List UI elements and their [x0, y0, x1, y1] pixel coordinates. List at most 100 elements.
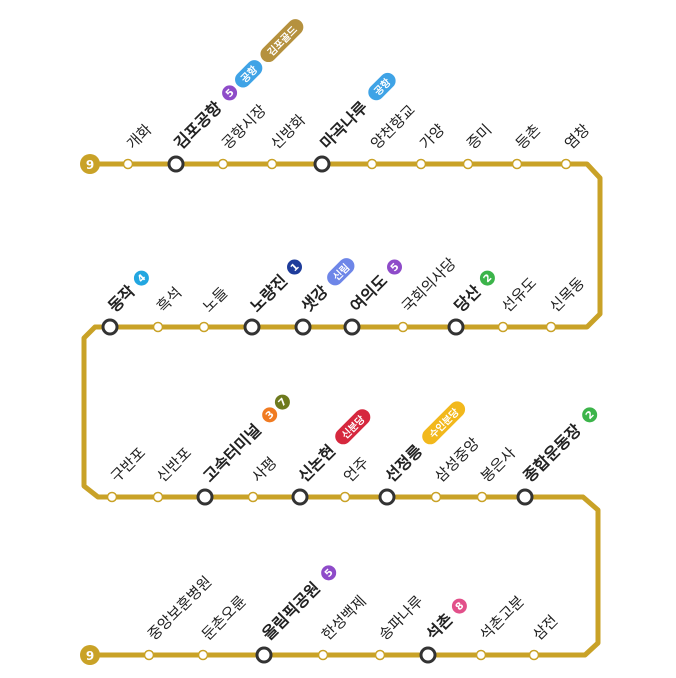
station-석촌고분[interactable]: 석촌고분: [475, 592, 528, 661]
station-label-group: 가양: [416, 120, 448, 152]
station-label-group: 송파나루: [375, 592, 427, 644]
station-marker[interactable]: [528, 649, 540, 661]
station-label-group: 사평: [248, 454, 280, 486]
station-개화[interactable]: 개화: [122, 120, 155, 170]
station-송파나루[interactable]: 송파나루: [374, 592, 427, 661]
station-label-group: 한성백제: [318, 592, 370, 644]
station-marker[interactable]: [152, 321, 164, 333]
transfer-station-marker[interactable]: [294, 318, 312, 336]
station-양천향교[interactable]: 양천향교: [366, 101, 419, 170]
station-marker[interactable]: [415, 158, 427, 170]
station-삼전[interactable]: 삼전: [528, 612, 561, 661]
station-marker[interactable]: [475, 649, 487, 661]
transfer-station-marker[interactable]: [196, 488, 214, 506]
line-badge-2: [479, 270, 495, 286]
station-marker[interactable]: [317, 649, 329, 661]
station-marker[interactable]: [497, 321, 509, 333]
station-name: 봉은사: [477, 444, 519, 486]
station-marker[interactable]: [197, 649, 209, 661]
station-marker[interactable]: [266, 158, 278, 170]
station-marker[interactable]: [152, 491, 164, 503]
transfer-station-marker[interactable]: [255, 646, 273, 664]
station-name: 언주: [340, 454, 372, 486]
station-신방화[interactable]: 신방화: [266, 111, 309, 170]
station-노들[interactable]: 노들: [198, 283, 231, 333]
station-name: 흑석: [153, 284, 185, 316]
line-badge-5: [222, 85, 238, 101]
station-name: 종합운동장: [519, 420, 585, 486]
station-marker[interactable]: [198, 321, 210, 333]
station-marker[interactable]: [397, 321, 409, 333]
transfer-station-marker[interactable]: [419, 646, 437, 664]
transfer-station-marker[interactable]: [167, 155, 185, 173]
line-badge-5: [387, 259, 403, 275]
station-신반포[interactable]: 신반포: [152, 444, 195, 503]
station-삼성중앙[interactable]: 삼성중앙: [430, 434, 483, 503]
transfer-station-marker[interactable]: [343, 318, 361, 336]
station-흑석[interactable]: 흑석: [152, 284, 185, 333]
station-name: 선정릉: [381, 441, 426, 486]
station-사평[interactable]: 사평: [247, 454, 280, 503]
station-label-group: 신목동: [546, 274, 588, 316]
station-공항시장[interactable]: 공항시장: [217, 101, 270, 170]
station-증미[interactable]: 증미: [462, 121, 495, 170]
station-marker[interactable]: [430, 491, 442, 503]
station-marker[interactable]: [545, 321, 557, 333]
line9-terminal-badge-end: 9: [80, 645, 100, 665]
route-line: [81, 161, 603, 658]
station-석촌[interactable]: 석촌8: [419, 594, 472, 664]
station-marker[interactable]: [560, 158, 572, 170]
transfer-station-marker[interactable]: [516, 488, 534, 506]
station-봉은사[interactable]: 봉은사: [476, 444, 519, 503]
station-name: 사평: [248, 454, 280, 486]
station-label-group: 동작4: [104, 270, 149, 316]
transfer-station-marker[interactable]: [313, 155, 331, 173]
station-신목동[interactable]: 신목동: [545, 274, 588, 333]
station-marker[interactable]: [462, 158, 474, 170]
station-name: 석촌: [422, 609, 456, 643]
station-중앙보훈병원[interactable]: 중앙보훈병원: [143, 573, 215, 661]
transfer-station-marker[interactable]: [291, 488, 309, 506]
station-marker[interactable]: [122, 158, 134, 170]
station-name: 김포공항: [170, 98, 225, 153]
station-등촌[interactable]: 등촌: [511, 121, 544, 170]
station-label-group: 신방화: [267, 111, 309, 153]
station-marker[interactable]: [106, 491, 118, 503]
station-marker[interactable]: [366, 158, 378, 170]
line9-badge-circle: [80, 154, 100, 174]
transfer-station-marker[interactable]: [447, 318, 465, 336]
station-marker[interactable]: [247, 491, 259, 503]
station-name: 증미: [463, 121, 495, 153]
station-한성백제[interactable]: 한성백제: [317, 592, 370, 661]
station-구반포[interactable]: 구반포: [106, 444, 149, 503]
station-marker[interactable]: [476, 491, 488, 503]
station-당산[interactable]: 당산2: [447, 266, 500, 336]
station-label-group: 선유도: [498, 274, 540, 316]
station-marker[interactable]: [374, 649, 386, 661]
transfer-station-marker[interactable]: [243, 318, 261, 336]
line-badge-1: [287, 259, 303, 275]
station-marker[interactable]: [339, 491, 351, 503]
line-pill-신림: [327, 258, 355, 286]
station-label-group: 양천향교: [367, 101, 419, 153]
station-marker[interactable]: [143, 649, 155, 661]
station-염창[interactable]: 염창: [560, 120, 593, 170]
line-pill-공항: [235, 60, 263, 88]
station-언주[interactable]: 언주: [339, 454, 372, 503]
station-선유도[interactable]: 선유도: [497, 274, 540, 333]
station-가양[interactable]: 가양: [415, 120, 448, 170]
station-name: 삼성중앙: [431, 434, 483, 486]
transfer-station-marker[interactable]: [101, 318, 119, 336]
station-marker[interactable]: [217, 158, 229, 170]
transfer-station-marker[interactable]: [378, 488, 396, 506]
station-marker[interactable]: [511, 158, 523, 170]
station-동작[interactable]: 동작4: [101, 266, 154, 336]
station-국회의사당[interactable]: 국회의사당: [397, 254, 460, 333]
station-둔촌오륜[interactable]: 둔촌오륜: [197, 592, 250, 661]
